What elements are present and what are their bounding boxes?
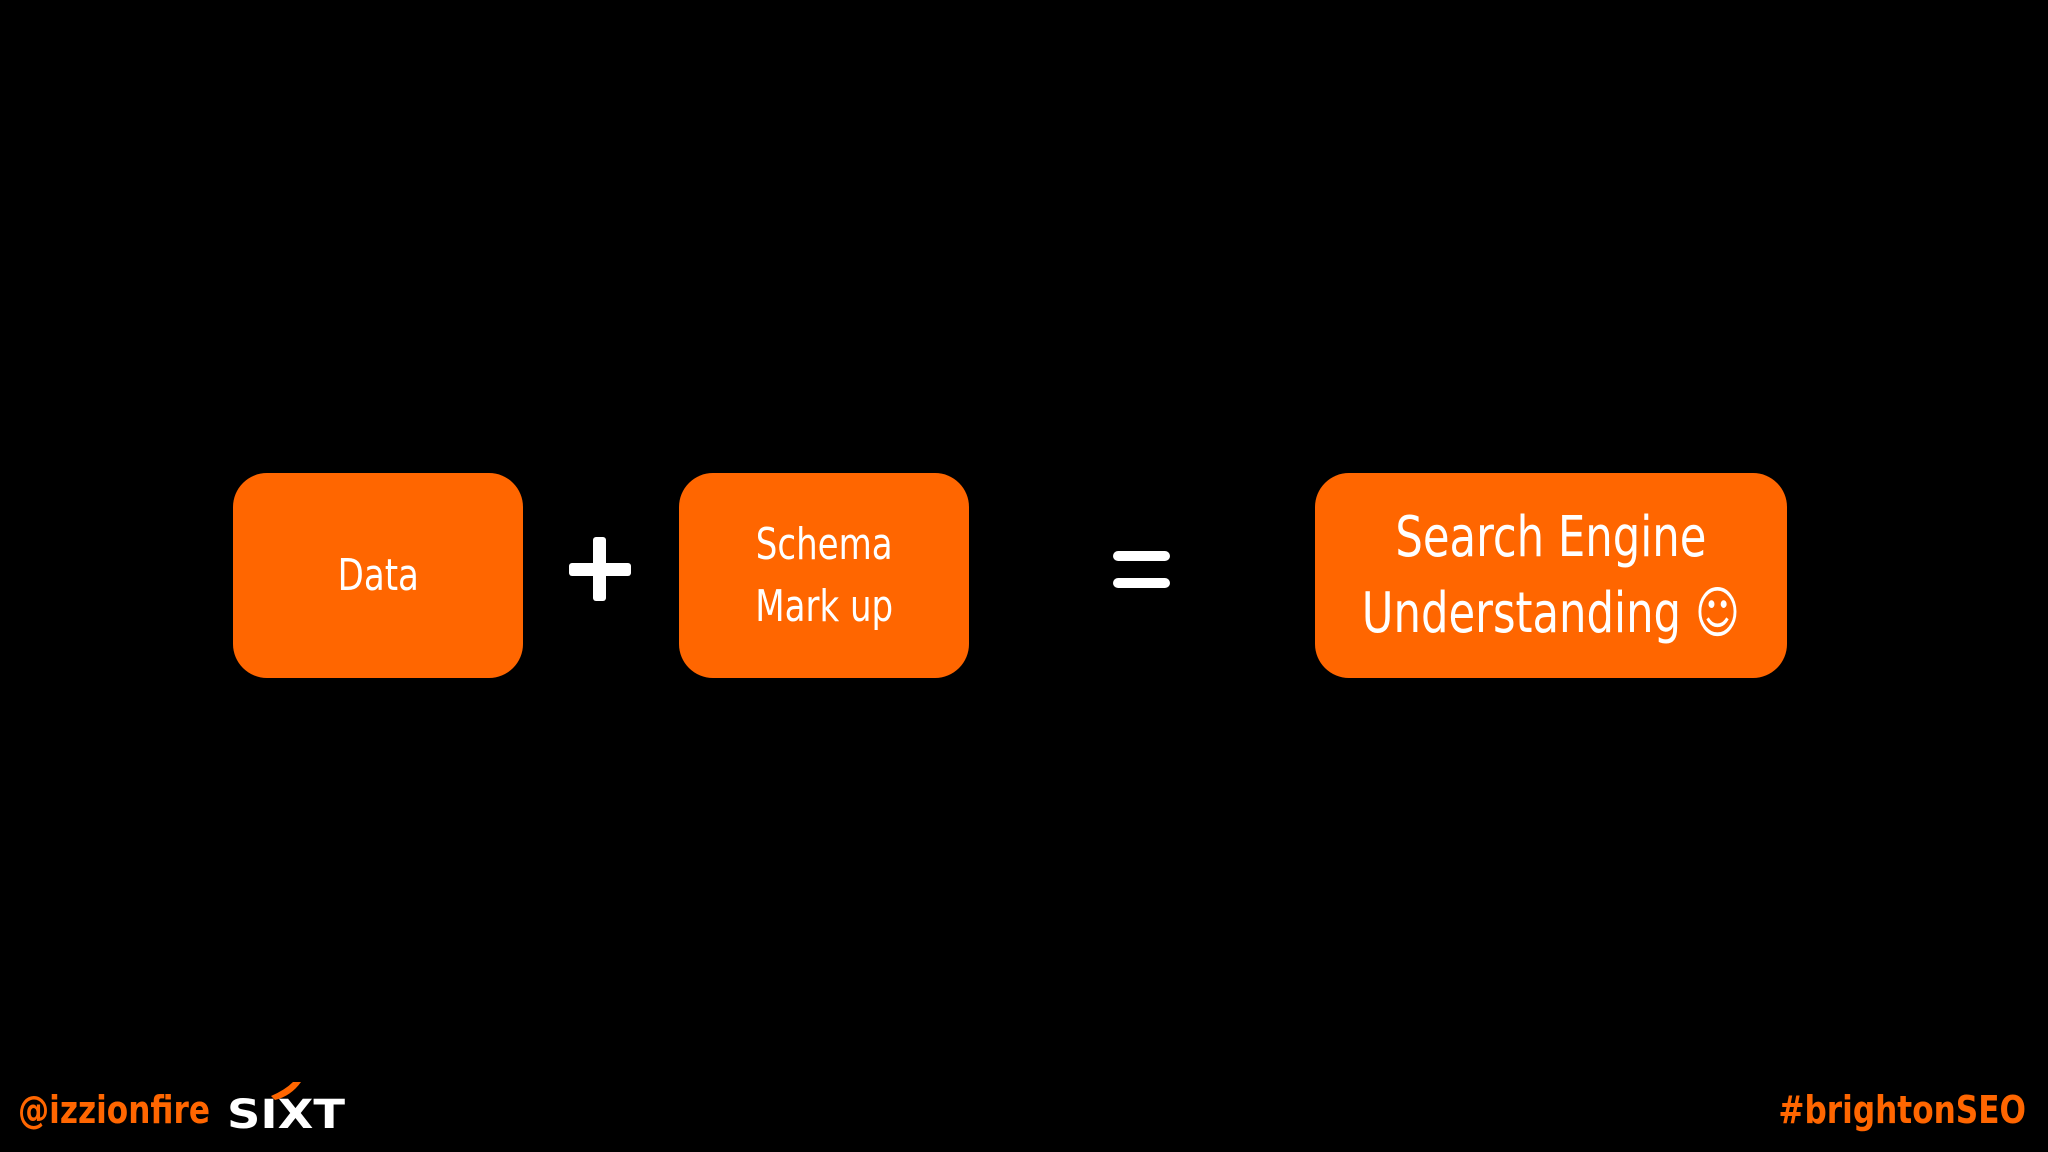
result-label-line2: Understanding (1361, 580, 1682, 646)
plus-horizontal-bar (569, 563, 631, 576)
twitter-handle: @izzionfire (18, 1088, 252, 1132)
result-label-line2-row: Understanding ☺ (1362, 576, 1740, 652)
data-box: Data (233, 473, 523, 678)
hashtag-text: #brightonSEO (1778, 1088, 2026, 1132)
schema-markup-box: Schema Mark up (679, 473, 969, 678)
smiley-icon: ☺ (1694, 580, 1741, 646)
equals-top-bar (1113, 551, 1170, 561)
search-engine-understanding-box: Search Engine Understanding ☺ (1315, 473, 1787, 678)
svg-text:SIXT: SIXT (227, 1092, 346, 1132)
sixt-logo-icon: SIXT (227, 1082, 347, 1138)
schema-label-line2: Mark up (755, 580, 893, 632)
hashtag: #brightonSEO (1724, 1088, 2026, 1132)
result-label-line1: Search Engine (1395, 504, 1707, 570)
twitter-handle-text: @izzionfire (18, 1088, 210, 1132)
schema-label-line1: Schema (755, 518, 893, 570)
data-label: Data (337, 550, 419, 601)
equals-bottom-bar (1113, 578, 1170, 588)
